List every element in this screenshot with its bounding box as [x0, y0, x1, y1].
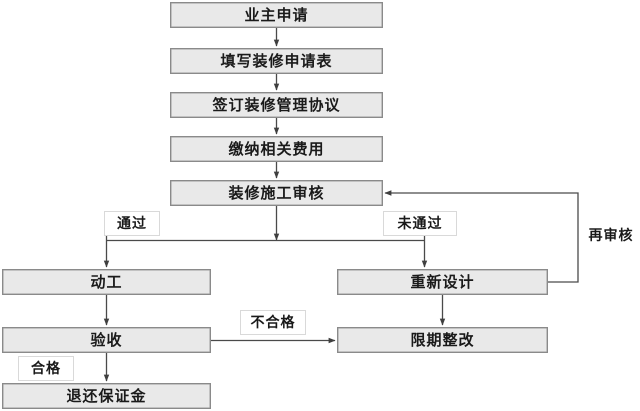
edge-label-not-pass: 未通过 [383, 211, 457, 236]
node-start-construction[interactable]: 动工 [2, 269, 211, 295]
edge-label-re-review: 再审核 [588, 227, 634, 244]
node-owner-application[interactable]: 业主申请 [170, 2, 383, 28]
node-acceptance-check[interactable]: 验收 [2, 327, 211, 353]
node-redesign[interactable]: 重新设计 [337, 269, 548, 295]
node-fill-renovation-form[interactable]: 填写装修申请表 [170, 48, 383, 74]
node-rectify-within-deadline[interactable]: 限期整改 [337, 327, 548, 353]
edge-label-qualified: 合格 [18, 356, 74, 381]
node-refund-deposit[interactable]: 退还保证金 [2, 383, 211, 409]
node-sign-management-agreement[interactable]: 签订装修管理协议 [170, 92, 383, 118]
edge-label-pass: 通过 [104, 211, 160, 236]
node-pay-related-fees[interactable]: 缴纳相关费用 [170, 136, 383, 162]
node-construction-review[interactable]: 装修施工审核 [170, 180, 383, 206]
edge-label-unqualified: 不合格 [240, 310, 306, 335]
